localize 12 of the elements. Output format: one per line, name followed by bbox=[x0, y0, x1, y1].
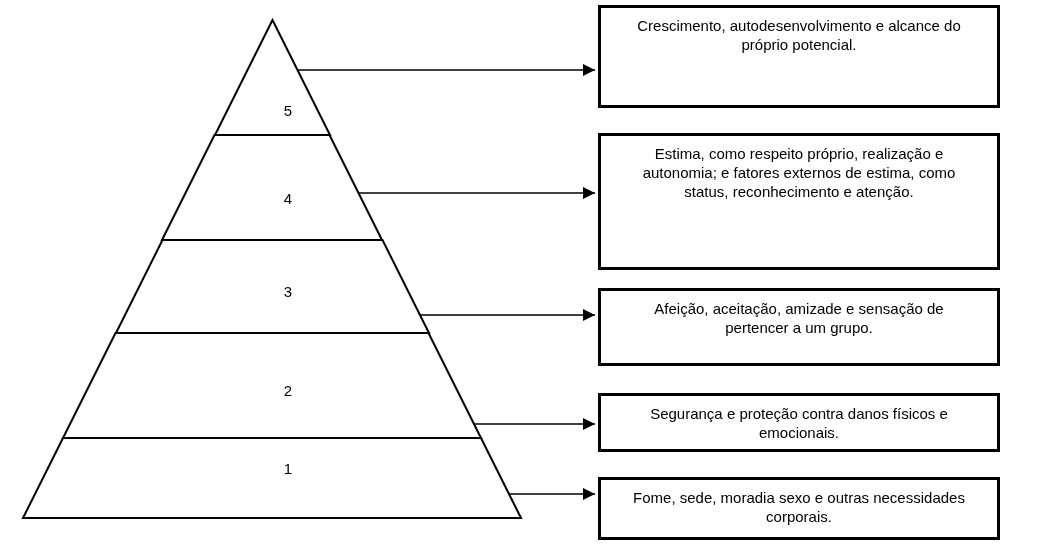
arrow bbox=[473, 418, 596, 430]
level-number: 5 bbox=[283, 101, 293, 119]
description-box: Segurança e proteção contra danos físicos e emocionais. bbox=[598, 393, 1000, 452]
description-box: Afeição, aceitação, amizade e sensação de pertencer a um grupo. bbox=[598, 288, 1000, 366]
level-number: 3 bbox=[283, 282, 293, 300]
level-number: 1 bbox=[283, 459, 293, 477]
level-number: 2 bbox=[283, 381, 293, 399]
level-number: 4 bbox=[283, 189, 293, 207]
description-box: Fome, sede, moradia sexo e outras necessidades corporais. bbox=[598, 477, 1000, 540]
arrow bbox=[508, 488, 596, 500]
description-box: Crescimento, autodesenvolvimento e alcance do próprio potencial. bbox=[598, 5, 1000, 108]
description-box: Estima, como respeito próprio, realização e autonomia; e fatores externos de estima, como status, reconhecimento e atenção. bbox=[598, 133, 1000, 270]
